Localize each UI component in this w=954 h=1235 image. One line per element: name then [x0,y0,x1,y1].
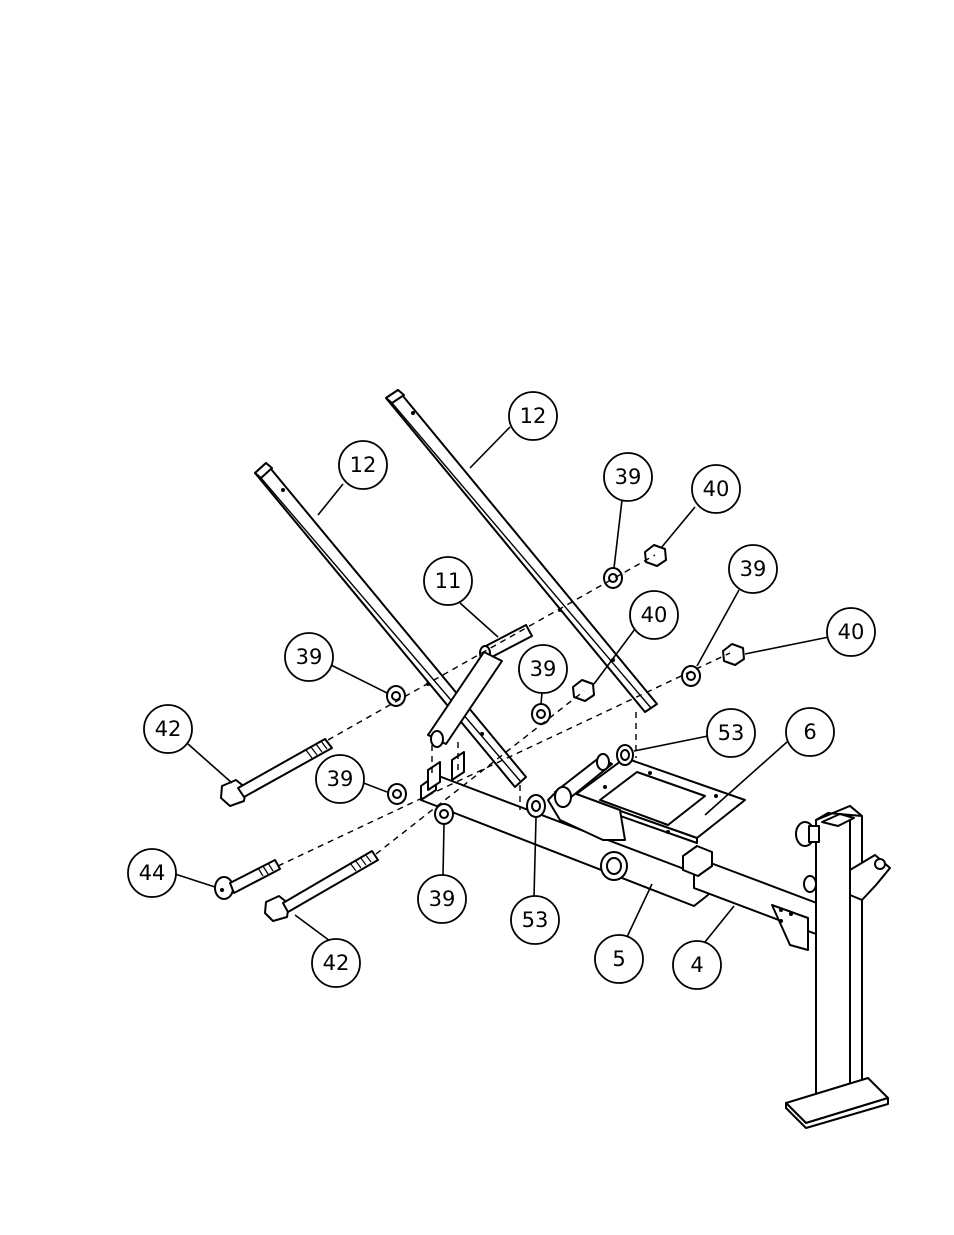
callout-label: 39 [296,645,323,669]
callout-label: 39 [530,657,557,681]
callout-label: 4 [690,953,703,977]
callout-5: 5 [595,935,643,983]
callout-label: 44 [139,861,166,885]
callout-label: 42 [155,717,182,741]
callout-label: 42 [323,951,350,975]
callout-4: 4 [673,941,721,989]
callout-label: 53 [522,908,549,932]
callout-44: 44 [128,849,176,897]
callout-label: 39 [429,887,456,911]
callout-label: 40 [641,603,668,627]
callout-6: 6 [786,708,834,756]
callout-12-upper: 12 [509,392,557,440]
callout-39-bottom: 39 [418,875,466,923]
callout-53-upper: 53 [707,709,755,757]
frame-adjust-knob [601,852,627,880]
callout-label: 39 [740,557,767,581]
callout-40-top: 40 [692,465,740,513]
bolt-42-upper [221,739,332,806]
callout-12-left: 12 [339,441,387,489]
callout-39-left: 39 [285,633,333,681]
spacers-53 [527,795,545,817]
callout-label: 12 [520,404,547,428]
callout-39-right: 39 [729,545,777,593]
callout-40-middle: 40 [630,591,678,639]
callout-39-lower-left: 39 [316,755,364,803]
bolt-42-lower [265,851,378,921]
callout-label: 39 [327,767,354,791]
callout-42-lower: 42 [312,939,360,987]
callout-42-upper: 42 [144,705,192,753]
callout-label: 5 [612,947,625,971]
rear-upright-post [786,806,890,1128]
callout-label: 6 [803,720,816,744]
callout-53-lower: 53 [511,896,559,944]
callout-label: 40 [838,620,865,644]
callout-label: 40 [703,477,730,501]
callout-label: 53 [718,721,745,745]
callout-40-right: 40 [827,608,875,656]
callout-label: 11 [435,569,462,593]
callout-39-middle: 39 [519,645,567,693]
callout-label: 12 [350,453,377,477]
bolt-44 [215,860,280,899]
callout-label: 39 [615,465,642,489]
callout-39-top: 39 [604,453,652,501]
callout-11: 11 [424,557,472,605]
